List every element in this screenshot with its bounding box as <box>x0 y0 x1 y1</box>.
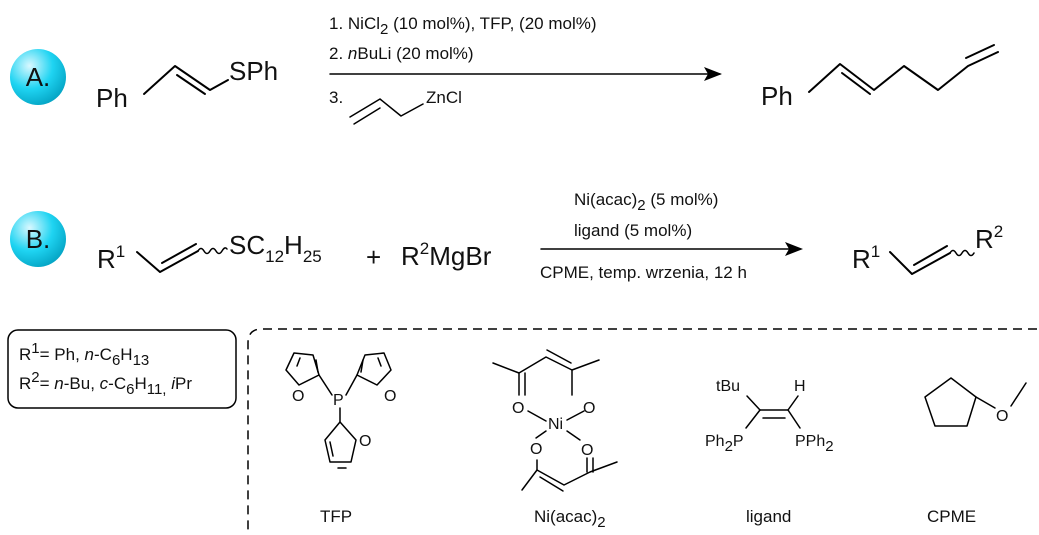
tfp-p: P <box>333 392 344 409</box>
cpme-structure: O CPME <box>924 377 1027 526</box>
legend-r1: R1= Ph, n-C6H13 <box>19 340 149 369</box>
cond-b1-a: Ni(acac) <box>574 190 637 209</box>
badge-a-label: A. <box>26 62 51 92</box>
plus-sign: + <box>366 242 381 272</box>
badge-a: A. <box>10 49 66 105</box>
grignard-reagent: R2MgBr <box>401 239 492 271</box>
cond-a2-num: 2. <box>329 44 348 63</box>
product-a-ph: Ph <box>761 81 793 111</box>
conditions-b-below: CPME, temp. wrzenia, 12 h <box>540 263 747 282</box>
cond-a1-sub: 2 <box>380 21 388 38</box>
ni-acac-structure: O O Ni O O Ni(acac)2 <box>492 349 618 531</box>
badge-b-label: B. <box>26 224 51 254</box>
product-b: R1 R2 <box>852 222 1003 275</box>
ligand-pph2-right: PPh2 <box>795 433 834 455</box>
tfp-o-left: O <box>292 388 304 405</box>
ligand-label: ligand <box>746 507 791 526</box>
conditions-a-zncl: ZnCl <box>426 88 462 107</box>
cond-a1-a: 1. NiCl <box>329 14 380 33</box>
sub-b-sub2: 25 <box>303 247 322 266</box>
sub-b-s: SC <box>229 230 265 260</box>
substrate-a: Ph SPh <box>96 56 278 113</box>
prod-b-r1-sup: 1 <box>871 242 880 261</box>
sub-b-h: H <box>284 230 303 260</box>
conditions-a-line1: 1. NiCl2 (10 mol%), TFP, (20 mol%) <box>329 14 597 38</box>
ni-o-tl: O <box>512 400 524 417</box>
ni-o-br: O <box>581 442 593 459</box>
ni-o-bl: O <box>530 441 542 458</box>
ni-acac-label: Ni(acac)2 <box>534 507 606 531</box>
ligand-pph2-left: Ph2P <box>705 433 744 455</box>
cond-a2-it: n <box>348 44 357 63</box>
substituent-legend: R1= Ph, n-C6H13 R2= n-Bu, c-C6H11, iPr <box>7 329 237 409</box>
conditions-a: 1. NiCl2 (10 mol%), TFP, (20 mol%) 2. nB… <box>329 14 722 125</box>
grig-r: R <box>401 241 420 271</box>
structures-panel: O O P O TFP O O <box>247 328 1037 535</box>
ligand-h: H <box>794 378 806 395</box>
conditions-a-line2: 2. nBuLi (20 mol%) <box>329 44 474 63</box>
cpme-o: O <box>996 408 1008 425</box>
conditions-b: Ni(acac)2 (5 mol%) ligand (5 mol%) CPME,… <box>540 190 803 282</box>
conditions-b-line2: ligand (5 mol%) <box>574 221 692 240</box>
product-a: Ph <box>761 44 999 111</box>
conditions-a-line3-num: 3. <box>329 88 343 107</box>
scheme-a: A. Ph SPh 1. NiCl2 (10 mol%), TFP, (20 m… <box>10 14 999 125</box>
product-b-r2: R2 <box>975 222 1003 254</box>
ligand-structure: tBu H Ph2P PPh2 ligand <box>705 378 834 526</box>
cpme-label: CPME <box>927 507 976 526</box>
tfp-o-right: O <box>384 388 396 405</box>
cond-a1-b: (10 mol%), TFP, (20 mol%) <box>388 14 596 33</box>
cond-b1-b: (5 mol%) <box>646 190 719 209</box>
prod-b-r2-sup: 2 <box>994 222 1003 241</box>
ligand-tbu: tBu <box>716 378 740 395</box>
grig-sup: 2 <box>420 239 429 258</box>
legend-r2: R2= n-Bu, c-C6H11, iPr <box>19 369 192 398</box>
tfp-o-bottom: O <box>359 433 371 450</box>
badge-b: B. <box>10 211 66 267</box>
cond-b1-sub: 2 <box>637 197 645 214</box>
conditions-b-line1: Ni(acac)2 (5 mol%) <box>574 190 718 214</box>
scheme-b: B. R1 SC12H25 + R2MgBr Ni(acac)2 (5 mol%… <box>10 190 1003 282</box>
product-b-r1: R1 <box>852 242 880 274</box>
sub-b-r-sup: 1 <box>116 242 125 261</box>
prod-b-r1: R <box>852 244 871 274</box>
substrate-a-sph: SPh <box>229 56 278 86</box>
ni-center: Ni <box>548 416 563 433</box>
tfp-structure: O O P O TFP <box>285 352 396 526</box>
sub-b-r: R <box>97 244 116 274</box>
grig-rest: MgBr <box>429 241 491 271</box>
substrate-b-sc12h25: SC12H25 <box>229 230 322 266</box>
substrate-b-r1: R1 <box>97 242 125 274</box>
ni-o-tr: O <box>583 400 595 417</box>
prod-b-r2: R <box>975 224 994 254</box>
cond-a2-rest: BuLi (20 mol%) <box>357 44 473 63</box>
substrate-a-ph: Ph <box>96 83 128 113</box>
tfp-label: TFP <box>320 507 352 526</box>
substrate-b: R1 SC12H25 <box>97 230 322 274</box>
sub-b-sub1: 12 <box>265 247 284 266</box>
